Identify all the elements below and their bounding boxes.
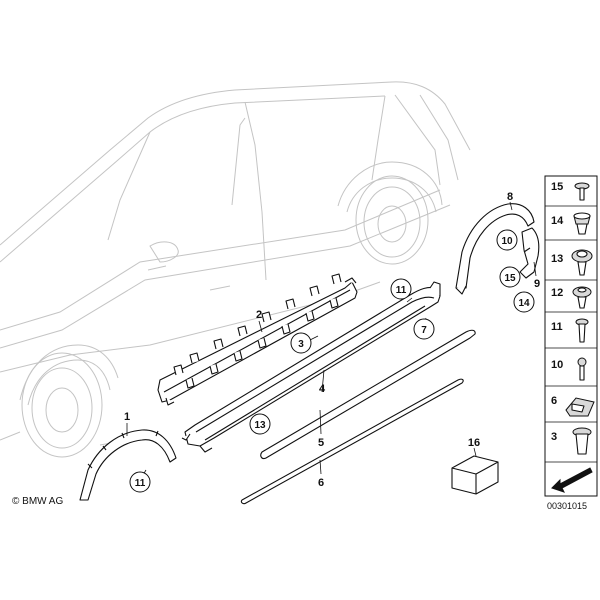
part-2-sill-bracket	[157, 273, 358, 406]
callout-1: 1	[124, 411, 130, 423]
part-12-clip-icon	[572, 286, 592, 309]
callout-11a-circle	[390, 278, 412, 300]
car-outline	[0, 81, 471, 458]
part-9-bracket	[519, 227, 540, 279]
callout-5: 5	[318, 437, 324, 449]
callout-14: 14	[518, 298, 530, 309]
callout-14-circle	[513, 291, 535, 313]
callout-2: 2	[256, 309, 262, 321]
callouts: 1 2 3 4 5 6 7 8 9 10 11 11 13 14 15 16	[124, 191, 540, 493]
callout-16: 16	[468, 437, 480, 449]
callout-11b-circle	[129, 471, 151, 493]
callout-7: 7	[421, 325, 427, 336]
column-label-3: 3	[551, 431, 557, 443]
document-number: 00301015	[547, 501, 588, 511]
column-label-11: 11	[551, 321, 563, 333]
callout-6: 6	[318, 477, 324, 489]
callout-15-circle	[499, 266, 521, 288]
part-8-rear-wheel-arch	[455, 203, 535, 295]
part-3-rivet-icon	[572, 427, 592, 455]
column-label-6: 6	[551, 395, 557, 407]
callout-11a: 11	[396, 285, 407, 296]
part-16-box	[451, 455, 499, 495]
callout-10-circle	[496, 229, 518, 251]
part-4-side-sill-cover	[181, 281, 441, 453]
part-15-screw-icon	[574, 182, 590, 201]
fastener-parts-column: 15 14 13 12 11 10 6 3	[544, 175, 598, 497]
callout-13-circle	[249, 413, 271, 435]
callout-15: 15	[504, 273, 516, 284]
part-11-pin-icon	[575, 318, 589, 343]
part-6-thin-strip	[240, 378, 464, 505]
callout-3-circle	[290, 332, 312, 354]
part-10-pin-icon	[577, 357, 587, 381]
part-6-bracket-icon	[565, 397, 595, 417]
column-label-14: 14	[551, 215, 564, 227]
callout-13: 13	[254, 420, 266, 431]
callout-7-circle	[413, 318, 435, 340]
callout-8: 8	[507, 191, 513, 203]
part-5-trim-strip	[260, 329, 476, 460]
copyright-text: © BMW AG	[12, 496, 64, 507]
part-1-front-wheel-arch	[79, 429, 177, 501]
callout-4: 4	[319, 383, 326, 395]
column-label-12: 12	[551, 287, 563, 299]
part-14-nut-icon	[573, 212, 591, 235]
parts-column-frame	[544, 175, 598, 497]
column-label-15: 15	[551, 181, 563, 193]
part-13-rivet-icon	[571, 249, 593, 276]
column-label-13: 13	[551, 253, 563, 265]
callout-3: 3	[298, 339, 304, 350]
arrow-icon	[551, 467, 593, 493]
callout-9: 9	[534, 278, 540, 290]
callout-10: 10	[501, 236, 513, 247]
callout-11b: 11	[135, 478, 146, 489]
column-label-10: 10	[551, 359, 563, 371]
